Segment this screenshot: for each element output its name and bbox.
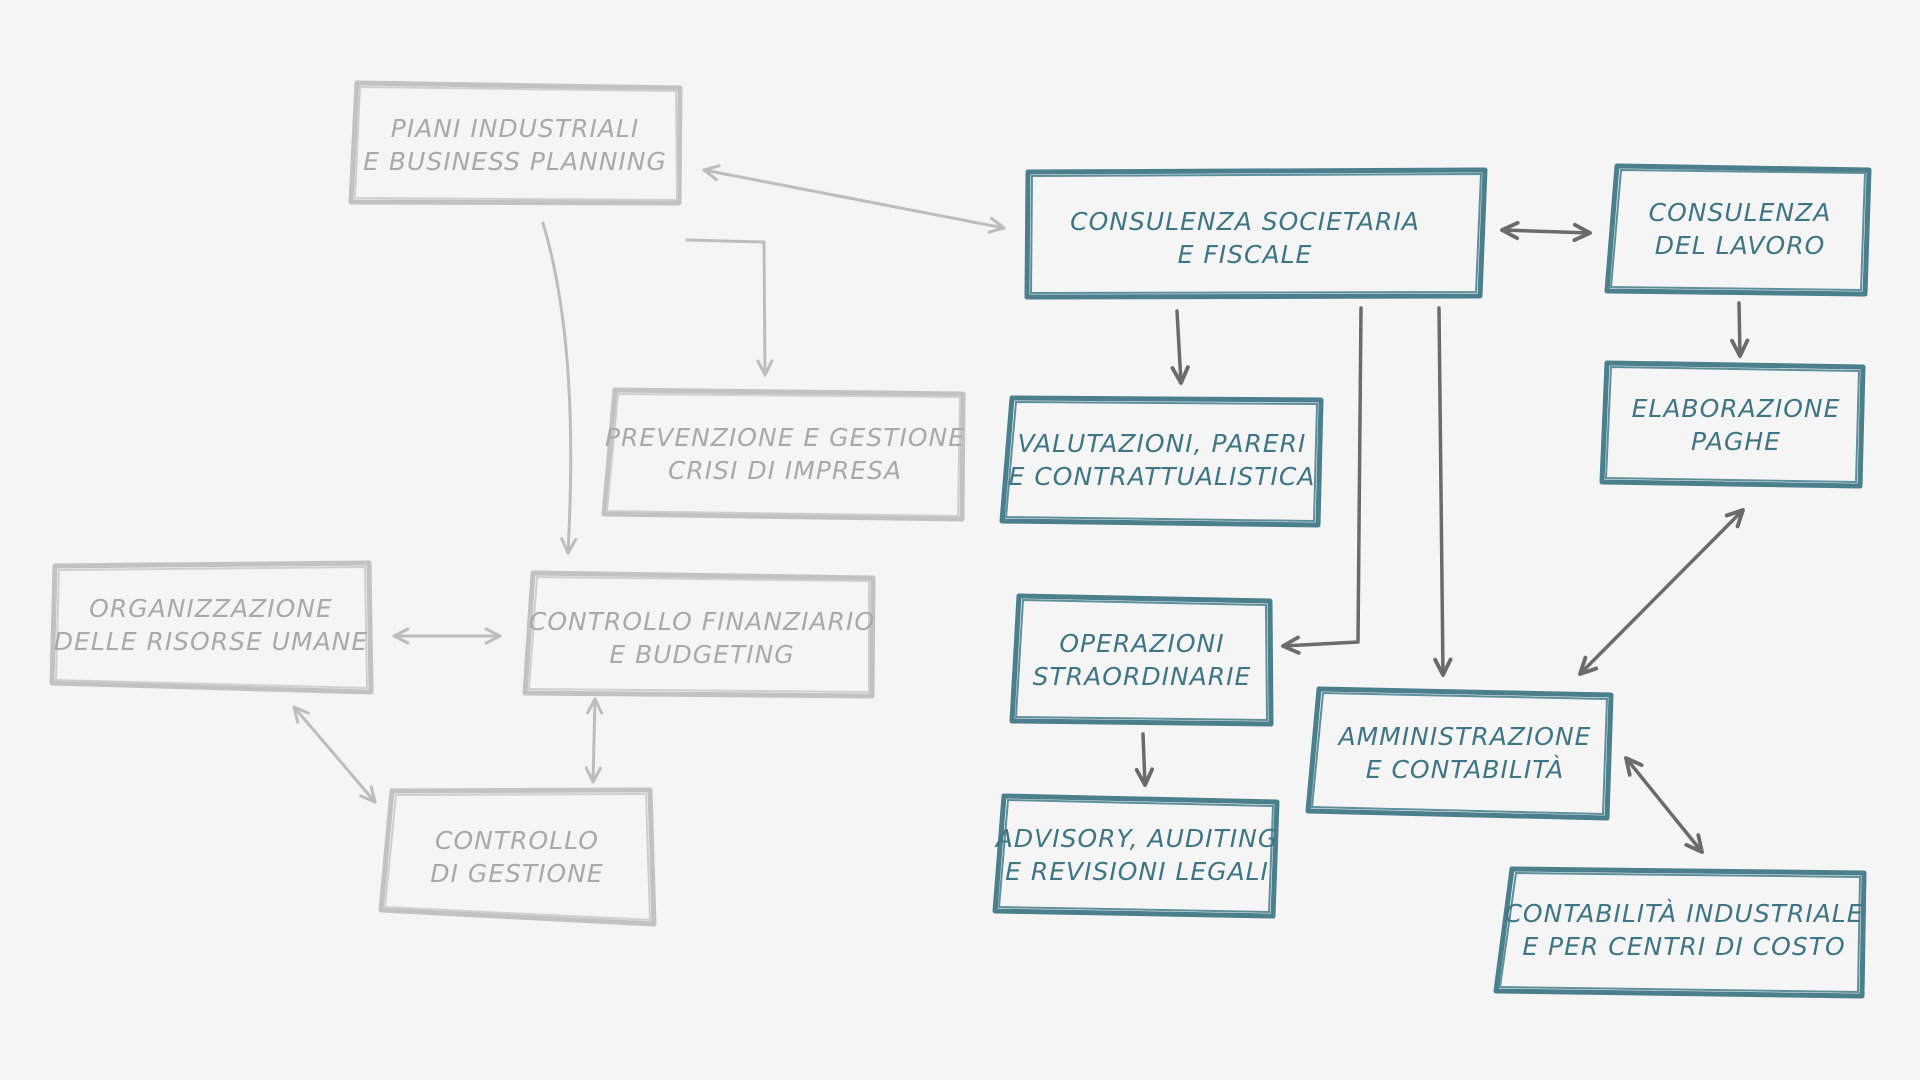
box-prevenzione-line-2: CRISI DI IMPRESA — [668, 456, 902, 485]
box-operazioni-line-2: STRAORDINARIE — [1033, 662, 1252, 691]
arrow-elaborazione-amministrazione — [1578, 508, 1745, 676]
svg-text:E BUDGETING: E BUDGETING — [609, 640, 794, 669]
svg-text:E FISCALE: E FISCALE — [1178, 240, 1313, 269]
arrow-operazioni-advisory — [1134, 732, 1155, 787]
box-piani-line-1: PIANI INDUSTRIALI — [391, 114, 639, 143]
svg-text:CONTROLLO: CONTROLLO — [435, 826, 599, 855]
svg-text:CONSULENZA SOCIETARIA: CONSULENZA SOCIETARIA — [1070, 207, 1420, 236]
arrow-consulenza-lavoro-elaborazione — [1730, 301, 1750, 358]
box-consulenza-lavoro-line-2: DEL LAVORO — [1655, 231, 1826, 260]
box-prevenzione-crisi: PREVENZIONE E GESTIONE CRISI DI IMPRESA — [601, 387, 966, 522]
box-advisory-line-1: ADVISORY, AUDITING — [994, 824, 1278, 853]
arrow-organizzazione-controllo-gestione — [292, 705, 377, 804]
svg-text:E PER CENTRI DI COSTO: E PER CENTRI DI COSTO — [1522, 932, 1845, 961]
box-controllo-gestione: CONTROLLO DI GESTIONE — [378, 787, 657, 927]
box-elaborazione-line-1: ELABORAZIONE — [1632, 394, 1841, 423]
svg-text:PIANI INDUSTRIALI: PIANI INDUSTRIALI — [391, 114, 639, 143]
svg-text:DELLE RISORSE UMANE: DELLE RISORSE UMANE — [54, 627, 368, 656]
connectors — [292, 164, 1750, 854]
box-advisory: ADVISORY, AUDITING E REVISIONI LEGALI — [992, 793, 1280, 919]
arrow-piani-prevenzione — [685, 238, 774, 377]
svg-text:CRISI DI IMPRESA: CRISI DI IMPRESA — [668, 456, 902, 485]
box-elaborazione-line-2: PAGHE — [1691, 427, 1781, 456]
box-operazioni-straordinarie: OPERAZIONI STRAORDINARIE — [1009, 593, 1274, 727]
svg-text:PAGHE: PAGHE — [1691, 427, 1781, 456]
box-amministrazione-line-2: E CONTABILITÀ — [1366, 755, 1565, 784]
arrow-amministrazione-contabilita-industriale — [1624, 756, 1704, 854]
box-controllo-gestione-line-2: DI GESTIONE — [430, 859, 603, 888]
box-piani-line-2: E BUSINESS PLANNING — [363, 147, 667, 176]
box-piani-industriali: PIANI INDUSTRIALI E BUSINESS PLANNING — [348, 80, 683, 206]
box-valutazioni-line-1: VALUTAZIONI, PARERI — [1018, 429, 1307, 458]
svg-text:ADVISORY, AUDITING: ADVISORY, AUDITING — [994, 824, 1278, 853]
box-consulenza-lavoro-line-1: CONSULENZA — [1649, 198, 1832, 227]
box-valutazioni-line-2: E CONTRATTUALISTICA — [1009, 462, 1316, 491]
arrow-controllo-finanziario-controllo-gestione — [584, 697, 604, 784]
box-controllo-finanziario-line-1: CONTROLLO FINANZIARIO — [529, 607, 875, 636]
svg-text:CONSULENZA: CONSULENZA — [1649, 198, 1832, 227]
svg-text:E CONTABILITÀ: E CONTABILITÀ — [1366, 755, 1565, 784]
svg-text:ORGANIZZAZIONE: ORGANIZZAZIONE — [89, 594, 333, 623]
box-controllo-finanziario: CONTROLLO FINANZIARIO E BUDGETING — [522, 570, 876, 699]
svg-text:DEL LAVORO: DEL LAVORO — [1655, 231, 1826, 260]
svg-text:PREVENZIONE E GESTIONE: PREVENZIONE E GESTIONE — [605, 423, 965, 452]
box-controllo-finanziario-line-2: E BUDGETING — [609, 640, 794, 669]
box-prevenzione-line-1: PREVENZIONE E GESTIONE — [605, 423, 965, 452]
box-elaborazione-paghe: ELABORAZIONE PAGHE — [1599, 360, 1866, 489]
box-controllo-gestione-line-1: CONTROLLO — [435, 826, 599, 855]
box-consulenza-societaria-line-2: E FISCALE — [1178, 240, 1313, 269]
box-operazioni-line-1: OPERAZIONI — [1059, 629, 1224, 658]
box-amministrazione-line-1: AMMINISTRAZIONE — [1337, 722, 1592, 751]
box-contabilita-industriale-line-1: CONTABILITÀ INDUSTRIALE — [1504, 899, 1863, 928]
box-consulenza-societaria: CONSULENZA SOCIETARIA E FISCALE — [1024, 167, 1488, 300]
box-consulenza-societaria-line-1: CONSULENZA SOCIETARIA — [1070, 207, 1420, 236]
svg-text:E CONTRATTUALISTICA: E CONTRATTUALISTICA — [1009, 462, 1316, 491]
box-contabilita-industriale-line-2: E PER CENTRI DI COSTO — [1522, 932, 1845, 961]
arrow-consulenza-societaria-amministrazione — [1433, 306, 1453, 677]
svg-text:STRAORDINARIE: STRAORDINARIE — [1033, 662, 1252, 691]
arrow-consulenza-societaria-consulenza-lavoro — [1500, 220, 1592, 243]
svg-text:AMMINISTRAZIONE: AMMINISTRAZIONE — [1337, 722, 1592, 751]
box-organizzazione-line-1: ORGANIZZAZIONE — [89, 594, 333, 623]
box-organizzazione-risorse: ORGANIZZAZIONE DELLE RISORSE UMANE — [49, 560, 374, 695]
arrow-consulenza-societaria-valutazioni — [1170, 309, 1190, 385]
svg-text:OPERAZIONI: OPERAZIONI — [1059, 629, 1224, 658]
svg-text:VALUTAZIONI, PARERI: VALUTAZIONI, PARERI — [1018, 429, 1307, 458]
arrow-piani-consulenza-societaria — [702, 164, 1006, 234]
svg-text:CONTABILITÀ INDUSTRIALE: CONTABILITÀ INDUSTRIALE — [1504, 899, 1863, 928]
svg-text:DI GESTIONE: DI GESTIONE — [430, 859, 603, 888]
arrow-piani-controllo-finanziario — [541, 221, 578, 555]
box-organizzazione-line-2: DELLE RISORSE UMANE — [54, 627, 368, 656]
box-consulenza-lavoro: CONSULENZA DEL LAVORO — [1604, 163, 1872, 297]
box-advisory-line-2: E REVISIONI LEGALI — [1005, 857, 1269, 886]
box-contabilita-industriale: CONTABILITÀ INDUSTRIALE E PER CENTRI DI … — [1493, 866, 1867, 999]
svg-text:E BUSINESS PLANNING: E BUSINESS PLANNING — [363, 147, 667, 176]
svg-text:E REVISIONI LEGALI: E REVISIONI LEGALI — [1005, 857, 1269, 886]
box-valutazioni: VALUTAZIONI, PARERI E CONTRATTUALISTICA — [999, 395, 1324, 528]
svg-text:ELABORAZIONE: ELABORAZIONE — [1632, 394, 1841, 423]
arrow-consulenza-societaria-operazioni — [1281, 306, 1363, 655]
svg-text:CONTROLLO FINANZIARIO: CONTROLLO FINANZIARIO — [529, 607, 875, 636]
box-amministrazione: AMMINISTRAZIONE E CONTABILITÀ — [1305, 686, 1614, 821]
